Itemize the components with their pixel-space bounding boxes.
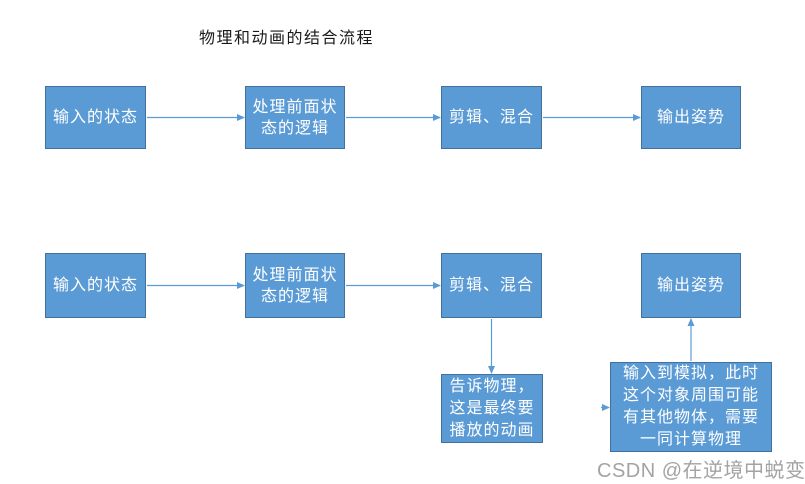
node-row2-output-pose: 输出姿势 bbox=[641, 253, 741, 318]
node-row2-clip-blend: 剪辑、混合 bbox=[441, 253, 542, 318]
csdn-watermark: CSDN @在逆境中蜕变 bbox=[597, 460, 805, 482]
node-row1-process-logic: 处理前面状 态的逻辑 bbox=[245, 86, 345, 149]
note-tell-physics: 告诉物理， 这是最终要 播放的动画 bbox=[441, 374, 543, 443]
diagram-title: 物理和动画的结合流程 bbox=[199, 30, 375, 47]
node-row1-input-state: 输入的状态 bbox=[45, 86, 146, 149]
node-row2-process-logic: 处理前面状 态的逻辑 bbox=[245, 253, 345, 318]
node-row1-clip-blend: 剪辑、混合 bbox=[441, 86, 542, 149]
node-row1-output-pose: 输出姿势 bbox=[641, 86, 741, 149]
node-row2-input-state: 输入的状态 bbox=[45, 253, 146, 318]
note-input-to-simulation: 输入到模拟，此时 这个对象周围可能 有其他物体，需要 一同计算物理 bbox=[610, 362, 772, 452]
